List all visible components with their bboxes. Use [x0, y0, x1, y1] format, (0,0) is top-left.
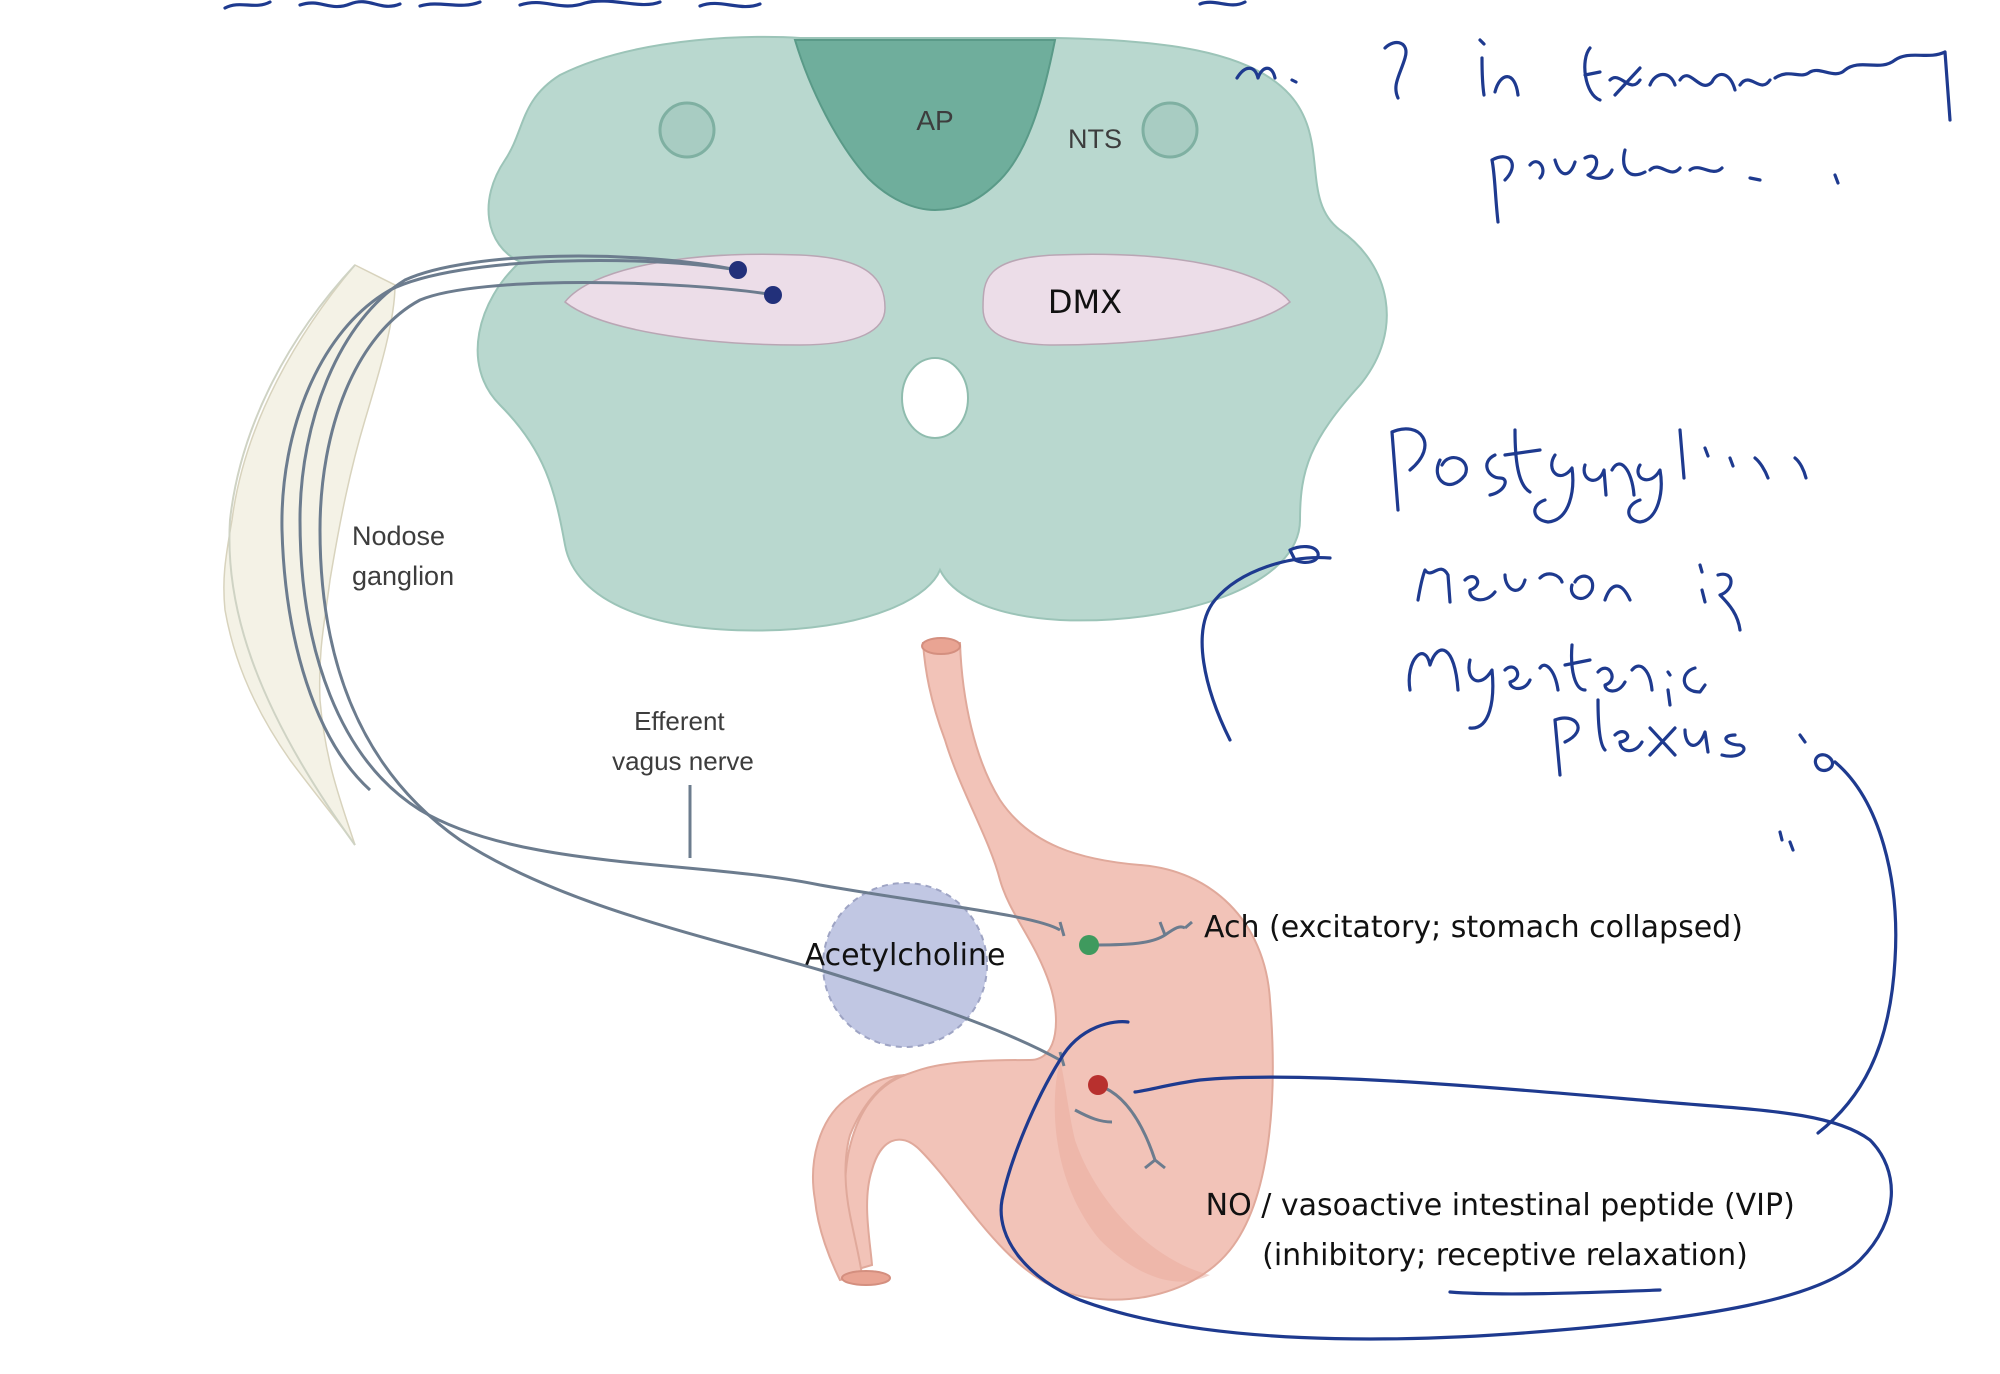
- nodose-label-line-1: Nodose: [352, 521, 445, 551]
- handwriting-loop-mark: [1813, 753, 1835, 773]
- brainstem-section: AP NTS DMX: [476, 35, 1388, 632]
- vagus-nerves: [280, 254, 1193, 1170]
- right-nts-nucleus: [1141, 101, 1199, 159]
- handwriting-tick: [1788, 840, 1795, 852]
- no-vip-neuron-dot: [1088, 1075, 1108, 1095]
- nodose-label-line-2: ganglion: [352, 561, 454, 591]
- dmx-label: DMX: [1048, 283, 1122, 321]
- efferent-label: Efferent vagus nerve: [612, 706, 754, 776]
- handwriting-underline: [1448, 1288, 1662, 1296]
- no-vip-label-line-2: (inhibitory; receptive relaxation): [1262, 1238, 1748, 1273]
- brainstem-outline: [476, 35, 1388, 632]
- preganglionic-neuron-1: [729, 261, 747, 279]
- handwriting-top-line-2: [1490, 148, 1840, 224]
- nodose-label: Nodose ganglion: [352, 521, 454, 591]
- handwritten-annotations: [223, 0, 1952, 1341]
- handwriting-arrow-curve: [1200, 556, 1332, 742]
- handwriting-big-loop: [999, 760, 1898, 1341]
- left-nts-nucleus: [658, 101, 716, 159]
- ap-region: [793, 39, 1057, 212]
- esophagus-opening: [921, 637, 961, 655]
- central-canal: [901, 357, 969, 439]
- handwriting-myenteric: [1407, 643, 1707, 730]
- nodose-ganglion: Nodose ganglion: [223, 264, 454, 846]
- no-vip-label: NO / vasoactive intestinal peptide (VIP)…: [1206, 1188, 1805, 1273]
- nts-label: NTS: [1068, 124, 1122, 154]
- efferent-label-line-1: Efferent: [634, 706, 725, 736]
- ach-nerve-terminal: [1058, 920, 1193, 947]
- ap-label: AP: [916, 105, 953, 136]
- duodenum: [812, 1074, 906, 1282]
- handwriting-top-cut: [223, 0, 1247, 10]
- duodenum-opening: [841, 1270, 891, 1286]
- nerve-fiber-3: [280, 259, 738, 792]
- handwriting-top-line-1: [1235, 38, 1952, 122]
- nerve-fiber-1: [298, 254, 1061, 932]
- esophagus-and-stomach-body: [843, 642, 1274, 1301]
- stomach: [812, 637, 1274, 1301]
- acetylcholine-bubble: [822, 882, 988, 1048]
- handwriting-postganglionic: [1390, 427, 1808, 524]
- nerve-fiber-2: [318, 281, 1061, 1062]
- stomach-shading: [1054, 1060, 1210, 1282]
- ach-neuron-dot: [1079, 935, 1099, 955]
- no-vip-label-line-1: NO / vasoactive intestinal peptide (VIP): [1206, 1188, 1795, 1223]
- handwriting-plexus: [1553, 698, 1807, 777]
- handwriting-arrow-head: [1288, 545, 1320, 564]
- ach-label: Ach (excitatory; stomach collapsed): [1204, 910, 1743, 945]
- ganglion-edge-outer: [228, 264, 356, 846]
- handwriting-neuron: [1416, 563, 1742, 632]
- nodose-ganglion-body: [223, 264, 396, 846]
- acetylcholine-label: Acetylcholine: [805, 938, 1006, 973]
- preganglionic-neuron-2: [764, 286, 782, 304]
- right-dmx-nucleus: [982, 253, 1292, 346]
- efferent-label-line-2: vagus nerve: [612, 746, 754, 776]
